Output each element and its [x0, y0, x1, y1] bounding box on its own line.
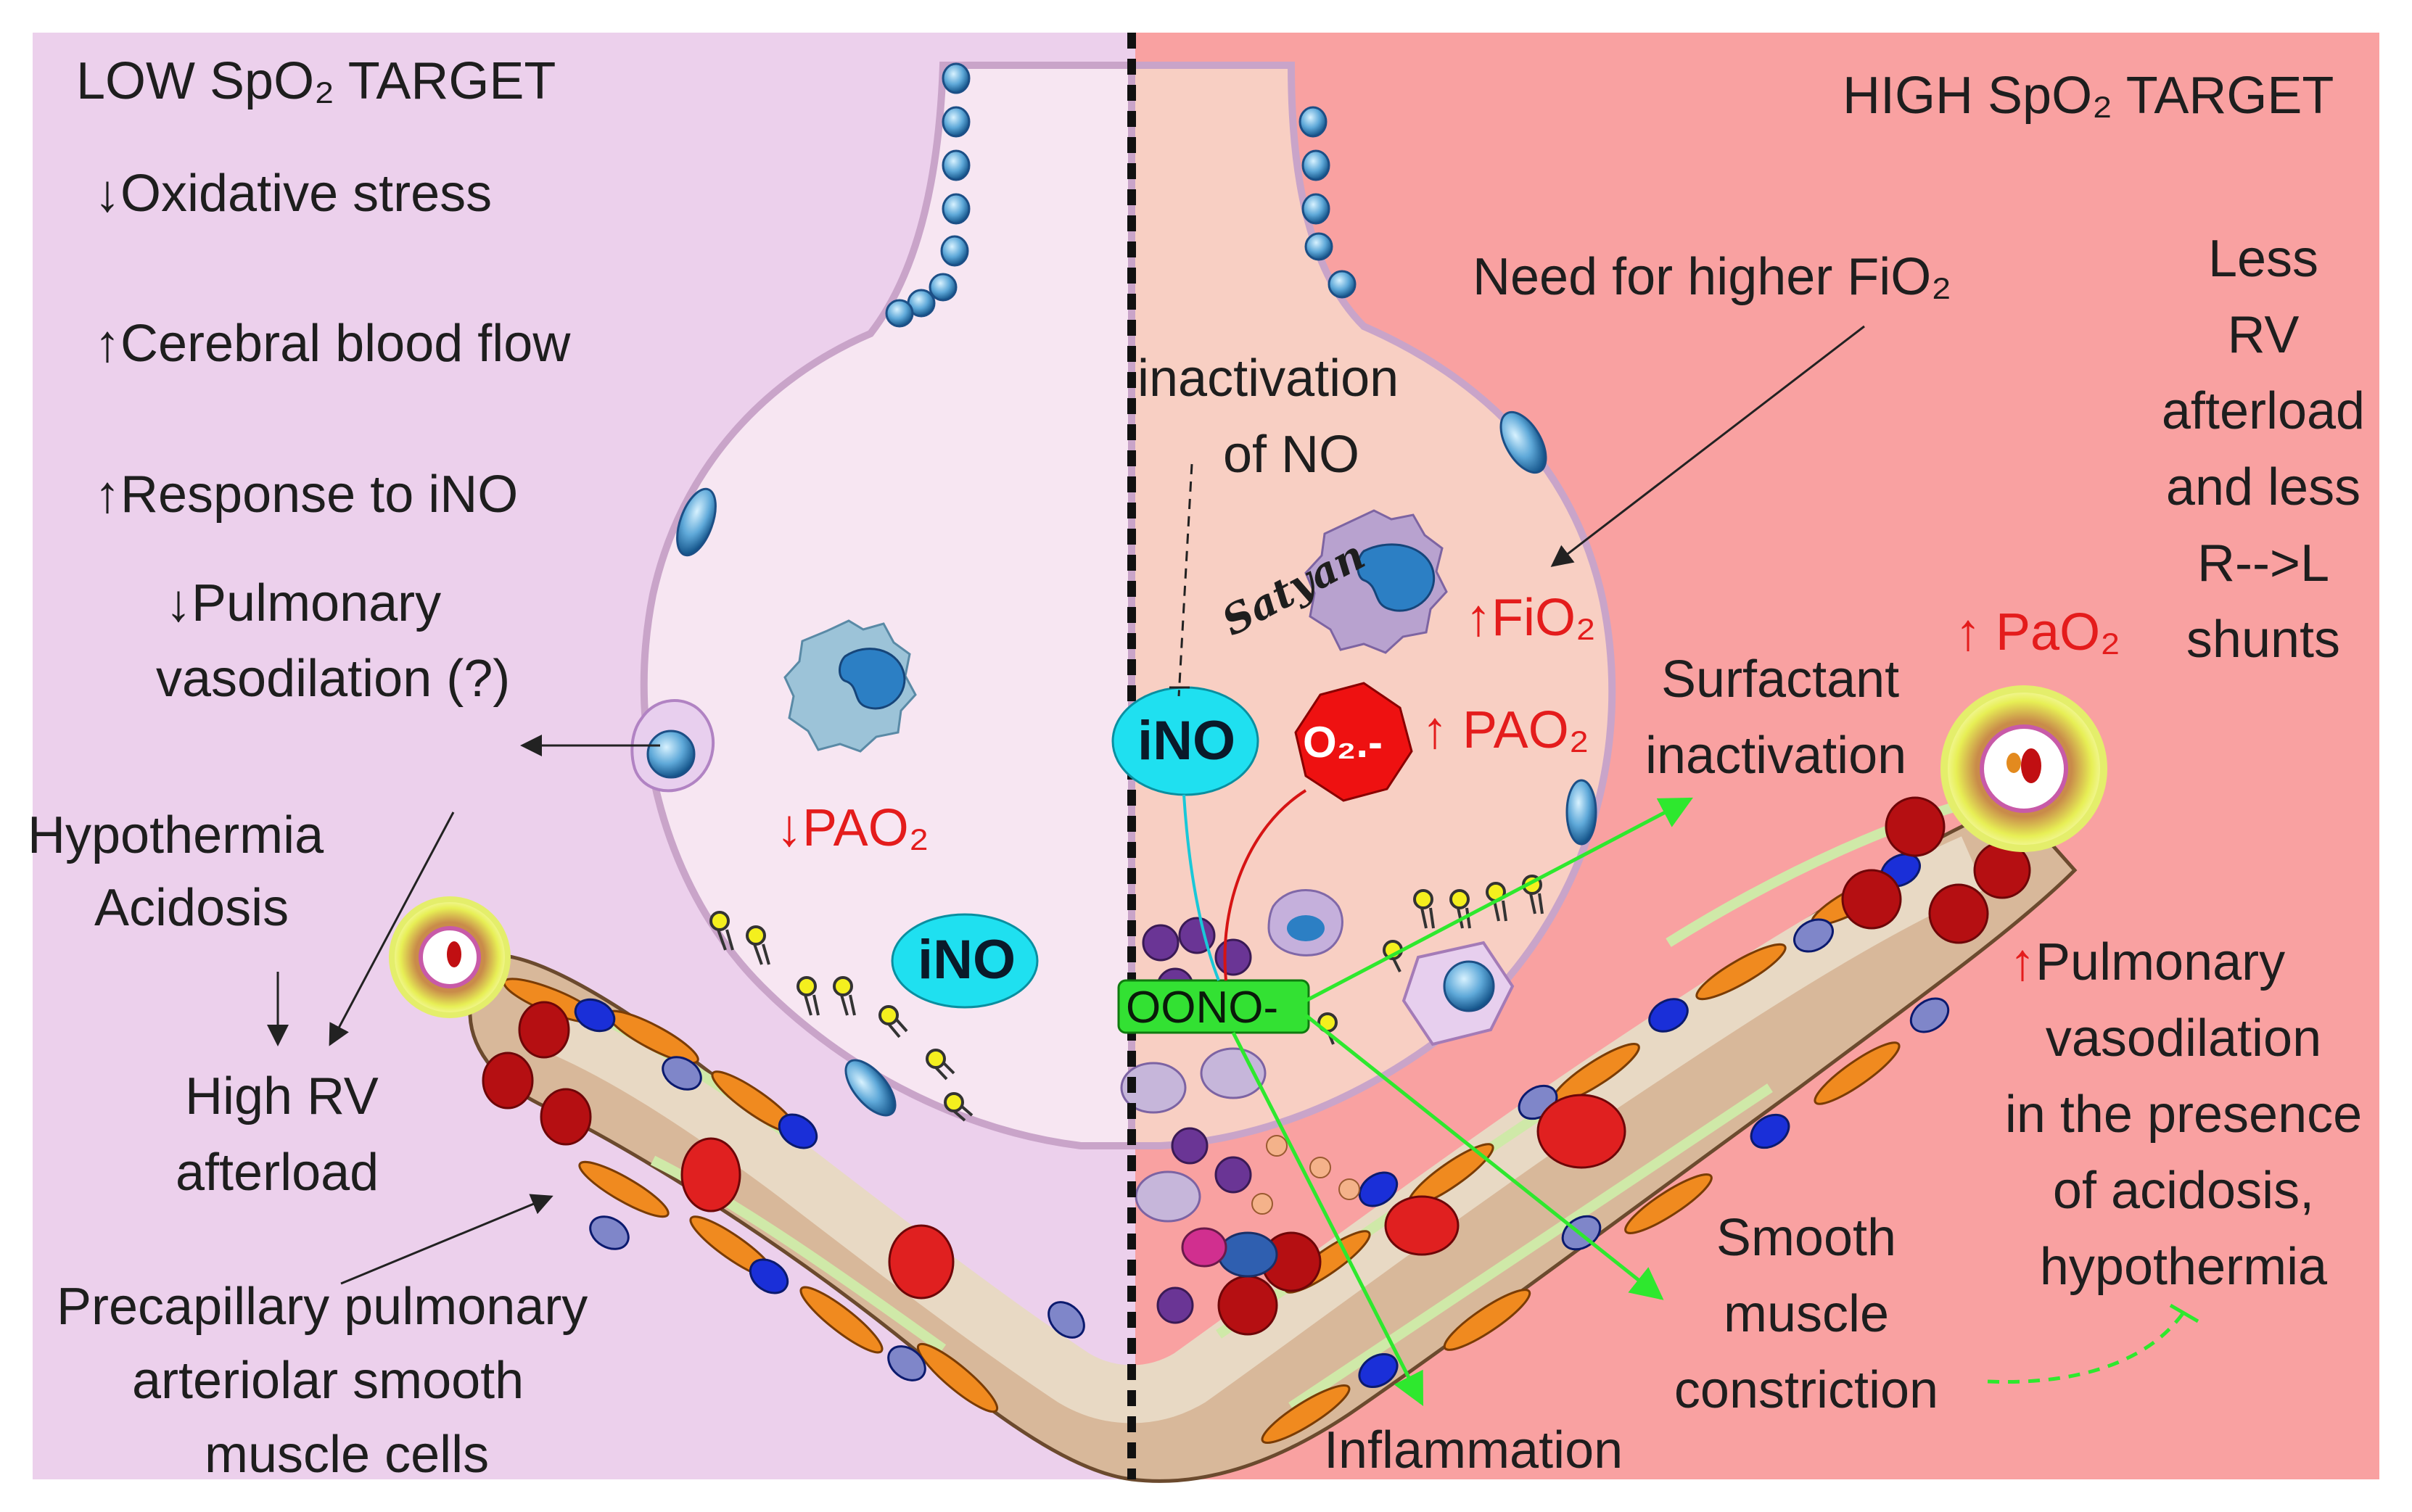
label-precapillary-2: arteriolar smooth: [132, 1352, 524, 1410]
arrow-to-smooth-muscle: [340, 1194, 553, 1285]
less-rv-line-6: shunts: [2186, 611, 2341, 669]
red-blood-cells: [482, 796, 2031, 1336]
label-inflammation: Inflammation: [1324, 1421, 1623, 1479]
label-inactivation: inactivation: [1137, 350, 1399, 408]
pulm-vaso-line-2: vasodilation: [2045, 1009, 2322, 1067]
label-muscle: muscle: [1723, 1285, 1890, 1343]
effect-oxidative-stress-text: Oxidative stress: [120, 165, 493, 223]
label-constriction: constriction: [1674, 1361, 1939, 1419]
surfactant-left: [709, 911, 974, 1122]
effect-cerebral-blood-flow: ↑Cerebral blood flow: [94, 306, 570, 381]
up-arrow-icon: ↑: [2009, 933, 2036, 991]
label-high-rv: High RV: [185, 1067, 379, 1125]
down-arrow-icon: ↓: [94, 165, 120, 223]
type-ii-cell-right: [1267, 889, 1515, 1046]
nuclei: [574, 853, 1950, 1389]
green-arrow-smooth: [1304, 1014, 1664, 1300]
vessel-cross-section-left: [389, 896, 511, 1018]
label-precapillary-3: muscle cells: [205, 1426, 490, 1484]
up-arrow-icon: ↑: [94, 315, 120, 373]
label-pao2-arterial: ↑ PaO₂: [1955, 603, 2121, 661]
up-arrow-icon: ↑: [94, 466, 120, 524]
effect-vasodilation-q: vasodilation (?): [156, 650, 511, 708]
green-arrow-inflammation: [1231, 1031, 1424, 1407]
label-pao2-low: ↓PAO₂: [776, 799, 929, 857]
oono-label: OONO-: [1126, 983, 1279, 1033]
label-need-higher-fio2: Need for higher FiO₂: [1473, 248, 1952, 306]
vessel-cross-section-right: [1940, 685, 2107, 852]
pulm-vaso-line-3: in the presence: [2004, 1086, 2363, 1144]
less-rv-line-3: afterload: [2161, 382, 2366, 440]
arrow-to-high-rv: [329, 811, 455, 1046]
ino-to-oono-line: [1182, 794, 1220, 981]
less-rv-line-1: Less: [2207, 230, 2319, 288]
superoxide-to-oono-line: [1223, 789, 1307, 981]
left-title: LOW SpO₂ TARGET: [76, 52, 556, 110]
label-precapillary-1: Precapillary pulmonary: [57, 1278, 588, 1336]
effect-response-ino-text: Response to iNO: [120, 466, 519, 524]
green-inhibit-bar: [2169, 1303, 2199, 1323]
label-pao2-up: ↑ PAO₂: [1422, 701, 1589, 759]
less-rv-line-2: RV: [2227, 306, 2300, 364]
effect-response-ino: ↑Response to iNO: [94, 457, 518, 532]
label-fio2-up: ↑FiO₂: [1465, 589, 1596, 647]
macrophage-left: [783, 619, 917, 753]
superoxide-label: O₂.-: [1303, 718, 1383, 767]
down-arrow-icon: ↓: [165, 574, 192, 632]
pulm-vaso-line-5: hypothermia: [2039, 1238, 2328, 1296]
green-arrow-surfactant: [1304, 797, 1693, 1003]
effect-pulmonary-vasodilation: ↓Pulmonary: [165, 566, 441, 641]
label-surfactant: Surfactant: [1661, 650, 1900, 709]
type-ii-cell: [630, 699, 715, 793]
label-afterload: afterload: [176, 1144, 379, 1202]
alveolus-left-half: [640, 62, 1132, 1149]
pulm-vaso-arrow: ↑Pulmonary: [2009, 925, 2285, 1000]
superoxide-octagon: [1294, 682, 1413, 802]
label-acidosis: Acidosis: [94, 879, 289, 937]
green-dashed-inhibit: [1987, 1311, 2186, 1384]
pulm-vaso-line-1: Pulmonary: [2036, 933, 2286, 991]
ino-right-label: iNO: [1137, 710, 1236, 772]
inactivation-dashed-line: [1177, 463, 1193, 697]
label-of-no: of NO: [1223, 426, 1360, 484]
less-rv-line-4: and less: [2165, 458, 2361, 516]
label-surfactant-inactivation: inactivation: [1645, 727, 1907, 785]
macrophage-right: [1304, 509, 1448, 654]
right-title: HIGH SpO₂ TARGET: [1843, 67, 2334, 125]
effect-pulmonary-text: Pulmonary: [192, 574, 442, 632]
label-hypothermia: Hypothermia: [28, 806, 324, 864]
less-rv-line-5: R-->L: [2197, 534, 2330, 592]
pulm-vaso-line-4: of acidosis,: [2052, 1162, 2315, 1220]
ino-left-label: iNO: [918, 929, 1016, 991]
effect-cerebral-blood-flow-text: Cerebral blood flow: [120, 315, 571, 373]
arrow-fio2-pointer: [1550, 325, 1865, 567]
oono-box: [1117, 979, 1310, 1034]
effect-oxidative-stress: ↓Oxidative stress: [94, 156, 492, 231]
label-smooth: Smooth: [1716, 1209, 1897, 1267]
alveolar-cells: [676, 62, 1597, 1117]
ino-left-ellipse: [891, 913, 1039, 1009]
